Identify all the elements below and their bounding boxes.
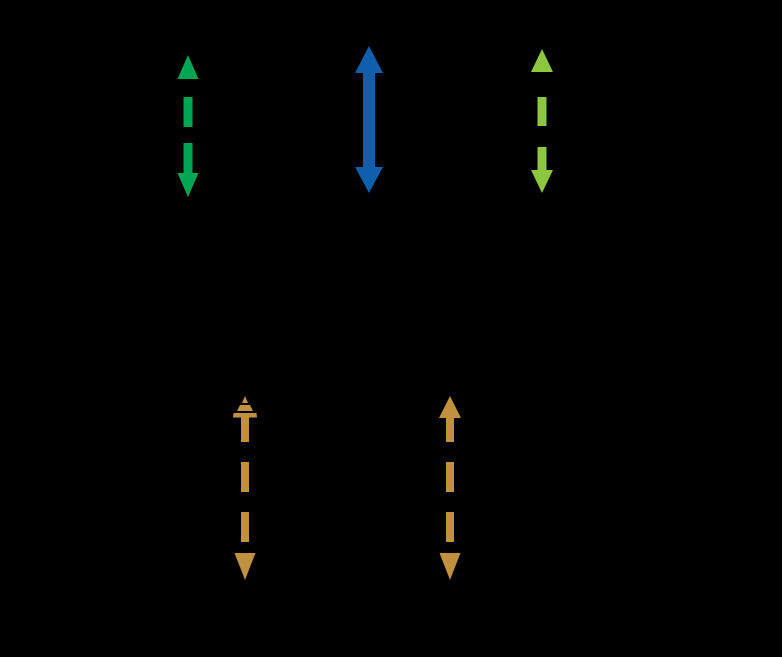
double-arrow-tan-right-dashed (439, 396, 461, 580)
arrowhead-up-icon (439, 396, 461, 418)
arrowhead-down-icon (234, 553, 256, 580)
arrowhead-down-icon (439, 553, 461, 580)
arrowhead-up-mid-icon (237, 405, 253, 411)
double-arrow-tan-left-dashed (233, 396, 257, 580)
double-arrow-lightgreen-dashed (531, 49, 553, 193)
double-arrow-green-dashed (177, 55, 199, 197)
double-arrow-blue-solid (355, 46, 383, 193)
arrowhead-up-icon (177, 55, 199, 79)
arrowhead-up-icon (355, 46, 383, 73)
arrowhead-down-icon (177, 173, 199, 197)
arrowhead-up-tip-icon (242, 396, 248, 403)
arrowhead-down-icon (355, 167, 383, 193)
arrowhead-up-base-icon (233, 413, 257, 418)
arrowhead-down-icon (531, 170, 553, 193)
arrowhead-up-icon (531, 49, 553, 72)
